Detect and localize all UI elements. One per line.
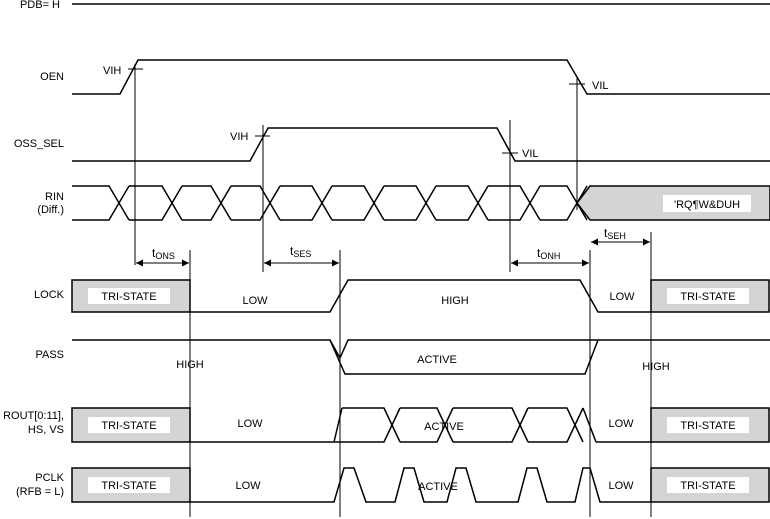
signal-oen: OEN VIH VIL bbox=[40, 59, 770, 95]
lock-tristate-inner-left bbox=[88, 288, 170, 304]
lock-low-label-1: LOW bbox=[242, 295, 268, 307]
signal-label-rin-line2: (Diff.) bbox=[37, 204, 64, 216]
rout-eye-lower bbox=[453, 407, 529, 443]
rout-tristate-box-left bbox=[71, 407, 191, 443]
waveform-rin bbox=[72, 185, 588, 221]
rout-tristate-label-right: TRI-STATE bbox=[680, 420, 735, 432]
rout-tristate-inner-right bbox=[667, 417, 749, 433]
signal-lock: LOCK TRI-STATE LOW HIGH LOW TRI-STATE bbox=[34, 279, 770, 313]
rin-dont-care-label: 'RQ¶W&DUH bbox=[674, 199, 740, 211]
signal-label-pclk-line2: (RFB = L) bbox=[16, 486, 64, 498]
lock-tristate-label-right: TRI-STATE bbox=[680, 291, 735, 303]
rout-eye-lower bbox=[528, 407, 584, 443]
rout-eye-lower bbox=[400, 407, 454, 443]
waveform-lock bbox=[190, 279, 651, 313]
t-seh-label: tSEH bbox=[604, 226, 626, 241]
threshold-label-oss-vih: VIH bbox=[230, 131, 248, 143]
signal-rout: ROUT[0:11], HS, VS TRI-STATE LOW ACTIVE … bbox=[3, 407, 770, 443]
rout-eye-upper bbox=[342, 407, 401, 443]
pclk-low-label-2: LOW bbox=[608, 480, 634, 492]
threshold-label-oss-vil: VIL bbox=[522, 148, 539, 160]
pclk-low-label-1: LOW bbox=[235, 480, 261, 492]
rin-eye-upper bbox=[72, 185, 588, 221]
rout-active-label: ACTIVE bbox=[424, 421, 464, 433]
signal-pdb: PDB= H bbox=[20, 0, 770, 11]
pclk-tristate-label-right: TRI-STATE bbox=[680, 480, 735, 492]
lock-tristate-label-left: TRI-STATE bbox=[101, 291, 156, 303]
rout-eye-lower bbox=[334, 407, 401, 443]
rout-edge-lead bbox=[333, 407, 343, 443]
rout-low-label-2: LOW bbox=[608, 418, 634, 430]
lock-high-label: HIGH bbox=[441, 295, 469, 307]
rout-edge-trail bbox=[582, 407, 597, 443]
signal-label-rin-line1: RIN bbox=[45, 191, 64, 203]
signal-oss-sel: OSS_SEL VIH VIL bbox=[14, 127, 770, 162]
threshold-label-oen-vih: VIH bbox=[103, 65, 121, 77]
signal-label-pass: PASS bbox=[35, 349, 64, 361]
rout-eye-upper bbox=[528, 407, 584, 443]
signal-label-pdb: PDB= H bbox=[20, 0, 60, 11]
signal-label-oss-sel: OSS_SEL bbox=[14, 138, 64, 150]
signal-label-pclk-line1: PCLK bbox=[35, 472, 64, 484]
rin-dont-care-inner bbox=[663, 195, 751, 212]
threshold-label-oen-vil: VIL bbox=[592, 80, 609, 92]
waveform-pass-lower bbox=[329, 339, 599, 375]
rout-tristate-label-left: TRI-STATE bbox=[101, 420, 156, 432]
rin-eye-lower bbox=[72, 185, 588, 221]
timing-parameters: tONS tSES tONH tSEH bbox=[136, 226, 650, 267]
signal-label-rout-line2: HS, VS bbox=[28, 424, 64, 436]
signal-pass: PASS HIGH ACTIVE HIGH bbox=[35, 339, 770, 375]
waveform-pclk bbox=[190, 467, 651, 503]
t-onh-label: tONH bbox=[537, 246, 560, 261]
waveform-rout-active bbox=[333, 407, 597, 443]
rout-low-label-1: LOW bbox=[237, 418, 263, 430]
t-ses-label: tSES bbox=[290, 244, 311, 259]
signal-label-lock: LOCK bbox=[34, 289, 65, 301]
rout-eye-upper bbox=[400, 407, 454, 443]
signal-pclk: PCLK (RFB = L) TRI-STATE LOW ACTIVE LOW … bbox=[16, 467, 770, 503]
t-ons-label: tONS bbox=[152, 246, 175, 261]
signal-label-rout-line1: ROUT[0:11], bbox=[3, 410, 64, 422]
waveform-oss-sel bbox=[72, 127, 770, 162]
lock-low-label-2: LOW bbox=[609, 291, 635, 303]
pass-active-label: ACTIVE bbox=[417, 354, 457, 366]
rout-tristate-inner-left bbox=[88, 417, 170, 433]
pclk-tristate-inner-left bbox=[88, 477, 170, 493]
rout-eye-upper bbox=[453, 407, 529, 443]
signal-label-oen: OEN bbox=[40, 71, 64, 83]
pass-high-label-1: HIGH bbox=[176, 359, 204, 371]
pclk-active-label: ACTIVE bbox=[418, 481, 458, 493]
pass-high-label-2: HIGH bbox=[642, 361, 670, 373]
pclk-tristate-label-left: TRI-STATE bbox=[101, 480, 156, 492]
pclk-tristate-inner-right bbox=[667, 477, 749, 493]
reference-lines bbox=[134, 64, 652, 517]
waveform-oen bbox=[72, 59, 770, 95]
lock-tristate-inner-right bbox=[667, 288, 749, 304]
signal-rin: RIN (Diff.) 'RQ¶W&DUH bbox=[37, 185, 770, 221]
